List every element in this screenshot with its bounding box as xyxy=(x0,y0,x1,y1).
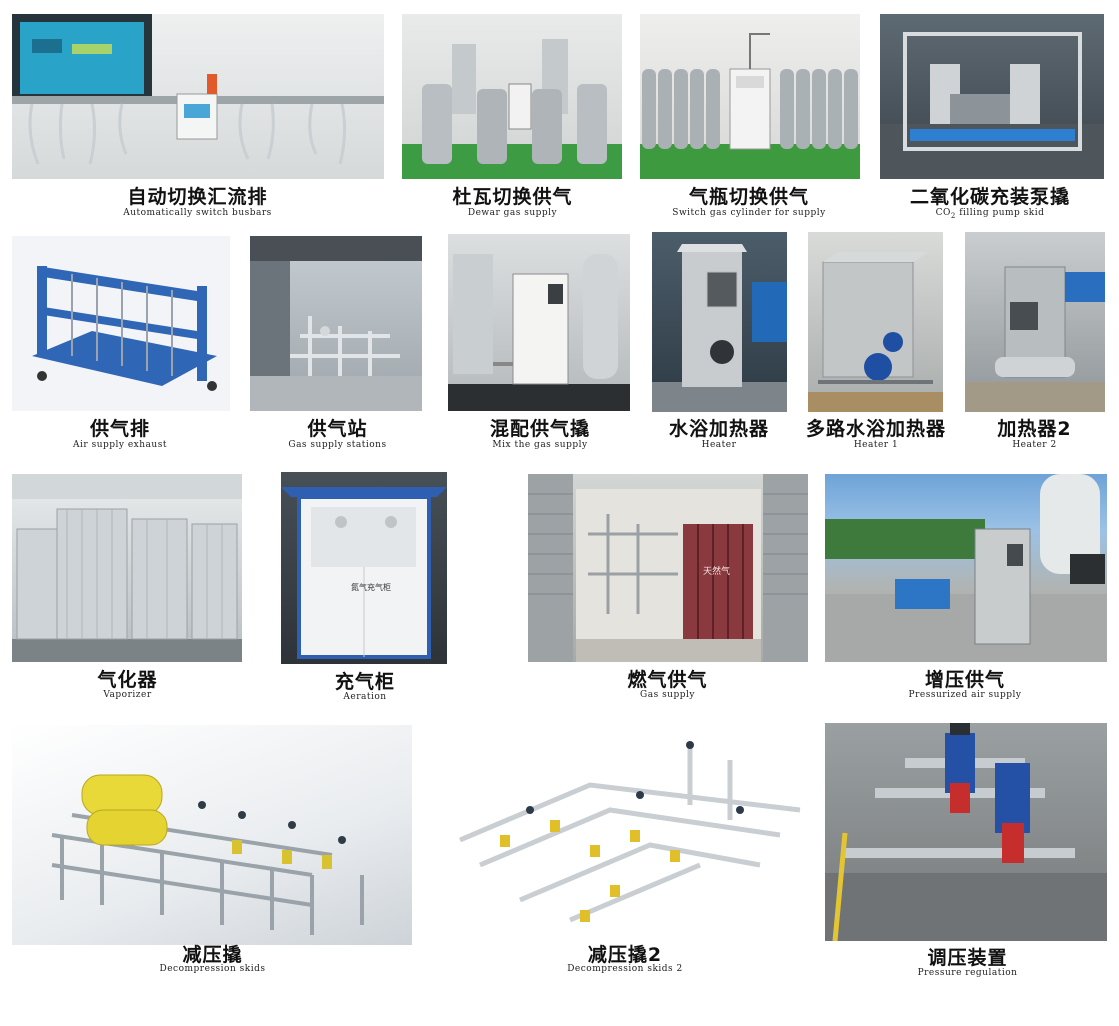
product-title: 减压撬 xyxy=(182,944,243,966)
product-photo: 氮气充气柜 xyxy=(281,472,447,664)
product-card-heater[interactable]: 水浴加热器 Heater xyxy=(645,230,793,455)
product-subtitle: Aeration xyxy=(343,692,387,702)
product-photo xyxy=(808,232,943,412)
product-subtitle: Pressure regulation xyxy=(917,968,1018,978)
product-photo: 天然气 xyxy=(528,474,808,662)
product-photo xyxy=(440,725,815,945)
product-subtitle: Decompression skids xyxy=(159,964,266,974)
product-card-dewar[interactable]: 杜瓦切换供气 Dewar gas supply xyxy=(395,0,630,230)
cylinder-label: 天然气 xyxy=(703,567,731,577)
product-subtitle: Automatically switch busbars xyxy=(123,208,272,218)
product-card-pressurized-air-supply[interactable]: 增压供气 Pressurized air supply xyxy=(815,460,1115,700)
product-photo xyxy=(965,232,1105,412)
product-subtitle: Gas supply xyxy=(640,690,695,700)
product-photo xyxy=(640,14,860,179)
product-subtitle: Pressurized air supply xyxy=(908,690,1022,700)
product-title: 增压供气 xyxy=(924,669,1005,691)
product-title: 自动切换汇流排 xyxy=(127,186,268,208)
product-subtitle: Mix the gas supply xyxy=(492,440,588,450)
product-photo xyxy=(825,723,1107,941)
product-title: 燃气供气 xyxy=(627,669,708,691)
product-photo xyxy=(12,725,412,945)
product-card-gas-supply-station[interactable]: 供气站 Gas supply stations xyxy=(240,230,435,455)
product-title: 减压撬2 xyxy=(587,944,663,966)
product-card-heater-2[interactable]: 加热器2 Heater 2 xyxy=(957,230,1112,455)
product-title: 供气排 xyxy=(89,418,150,440)
product-title: 充气柜 xyxy=(334,671,395,693)
product-subtitle: Decompression skids 2 xyxy=(567,964,683,974)
product-subtitle: Heater xyxy=(701,440,737,450)
product-title: 混配供气撬 xyxy=(489,418,590,440)
product-subtitle: Heater 1 xyxy=(853,440,899,450)
product-card-pressure-regulation[interactable]: 调压装置 Pressure regulation xyxy=(820,715,1115,985)
product-card-cylinder[interactable]: 气瓶切换供气 Switch gas cylinder for supply xyxy=(632,0,866,230)
product-card-heater-1[interactable]: 多路水浴加热器 Heater 1 xyxy=(800,230,952,455)
product-photo xyxy=(825,474,1107,662)
product-photo xyxy=(448,234,630,411)
product-title: 加热器2 xyxy=(997,418,1072,440)
product-title: 气瓶切换供气 xyxy=(688,186,809,208)
product-photo xyxy=(250,236,422,411)
product-photo xyxy=(12,474,242,662)
product-title: 气化器 xyxy=(97,669,158,691)
product-title: 杜瓦切换供气 xyxy=(452,186,573,208)
product-subtitle: Air supply exhaust xyxy=(73,440,167,450)
product-subtitle: Gas supply stations xyxy=(288,440,387,450)
product-photo xyxy=(12,14,384,179)
product-subtitle: Heater 2 xyxy=(1012,440,1057,450)
product-card-gas-supply[interactable]: 天然气 燃气供气 Gas supply xyxy=(520,460,815,700)
product-title: 调压装置 xyxy=(927,947,1008,969)
product-card-co2-skid[interactable]: 二氧化碳充装泵撬 CO2 filling pump skid xyxy=(870,0,1110,230)
product-photo xyxy=(652,232,787,412)
product-card-mix-gas-skid[interactable]: 混配供气撬 Mix the gas supply xyxy=(440,230,640,455)
product-card-aeration[interactable]: 氮气充气柜 充气柜 Aeration xyxy=(270,460,460,702)
product-card-decompression-skids-2[interactable]: 减压撬2 Decompression skids 2 xyxy=(425,715,825,980)
product-subtitle: Dewar gas supply xyxy=(467,208,558,218)
cabinet-label: 氮气充气柜 xyxy=(351,583,391,592)
product-photo xyxy=(402,14,622,179)
product-title: 供气站 xyxy=(307,418,368,440)
product-card-air-supply-exhaust[interactable]: 供气排 Air supply exhaust xyxy=(0,230,240,455)
product-subtitle: Switch gas cylinder for supply xyxy=(672,208,826,218)
product-title: 水浴加热器 xyxy=(668,418,769,440)
product-photo xyxy=(12,236,230,411)
product-card-vaporizer[interactable]: 气化器 Vaporizer xyxy=(0,460,255,700)
product-card-decompression-skids[interactable]: 减压撬 Decompression skids xyxy=(0,715,425,980)
product-subtitle: Vaporizer xyxy=(103,690,152,700)
product-title: 多路水浴加热器 xyxy=(805,418,946,440)
product-photo xyxy=(880,14,1104,179)
product-title: 二氧化碳充装泵撬 xyxy=(909,186,1070,208)
product-card-busbars[interactable]: 自动切换汇流排 Automatically switch busbars xyxy=(0,0,395,230)
product-subtitle: CO2 filling pump skid xyxy=(935,208,1045,220)
